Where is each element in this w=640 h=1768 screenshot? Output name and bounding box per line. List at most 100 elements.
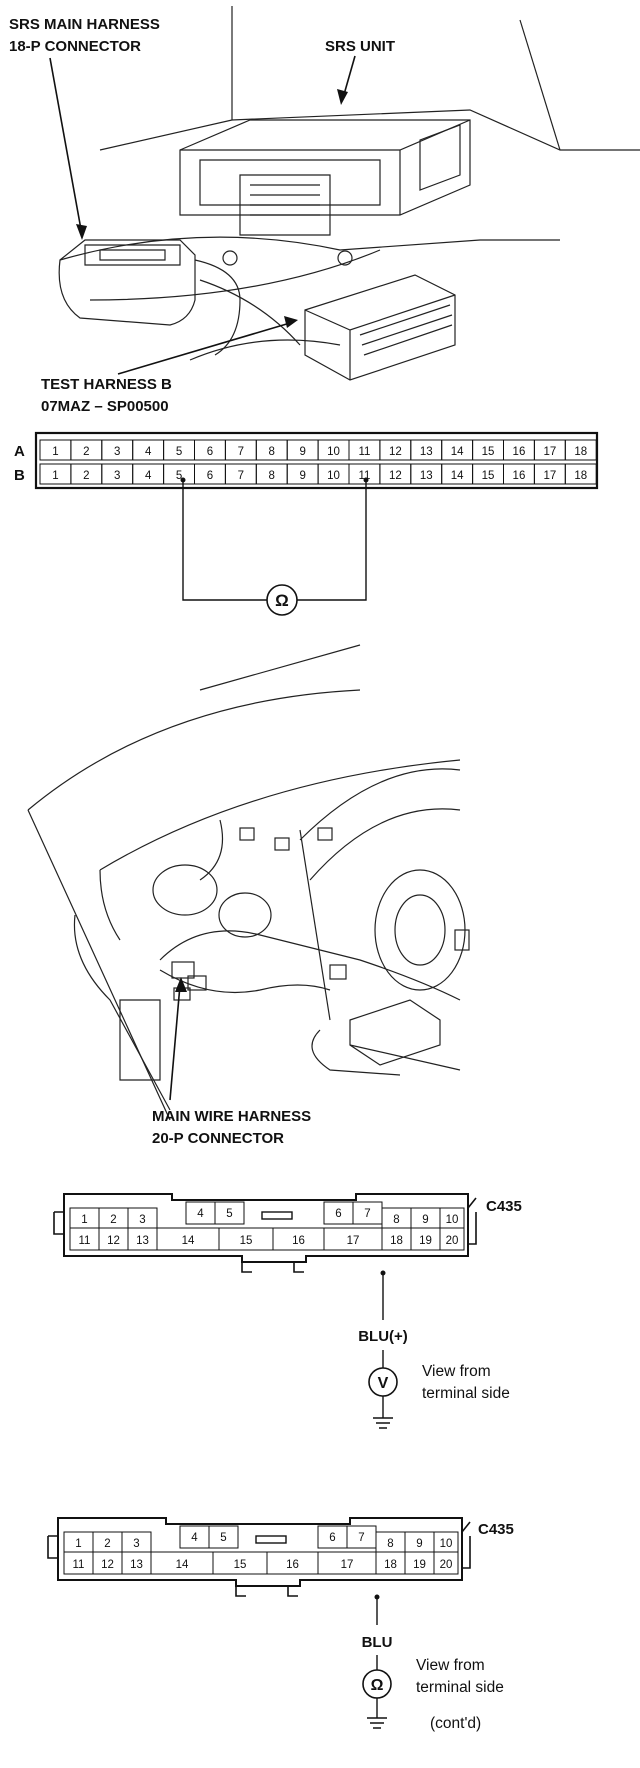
srs-unit-label: SRS UNIT (325, 38, 395, 55)
terminal-label-12: 12 (101, 1559, 114, 1571)
main-wire-harness-connector-label: 20-P CONNECTOR (152, 1130, 284, 1147)
terminal-label-4: 4 (197, 1208, 204, 1220)
ohmmeter-icon (266, 584, 298, 616)
pin-label-a-6: 6 (207, 446, 213, 458)
terminal-label-18: 18 (384, 1559, 397, 1571)
terminal-label-7: 7 (364, 1208, 370, 1220)
terminal-5 (208, 1525, 239, 1549)
terminal-label-9: 9 (422, 1214, 428, 1226)
pin-label-a-14: 14 (451, 446, 464, 458)
pin-label-b-11: 11 (358, 470, 370, 482)
terminal-label-14: 14 (182, 1235, 195, 1247)
connector-shell (63, 1193, 469, 1263)
terminal-label-16: 16 (286, 1559, 299, 1571)
pin-label-b-17: 17 (543, 470, 556, 482)
terminal-label-1: 1 (75, 1538, 81, 1550)
pin-label-a-11: 11 (358, 446, 370, 458)
test-harness-label: TEST HARNESS B (41, 376, 172, 393)
terminal-label-2: 2 (110, 1214, 116, 1226)
connector-1-view-note-2: terminal side (422, 1385, 510, 1402)
pin-label-b-7: 7 (238, 470, 244, 482)
connector-2-wire-label: BLU (362, 1634, 393, 1651)
terminal-label-11: 11 (79, 1235, 91, 1247)
ohmmeter-symbol: Ω (275, 591, 289, 610)
terminal-label-5: 5 (226, 1208, 232, 1220)
voltmeter-circuit: BLU(+) V View from terminal side (358, 1270, 510, 1429)
terminal-label-13: 13 (130, 1559, 143, 1571)
pin-label-a-9: 9 (299, 446, 305, 458)
connector-1-wire-label: BLU(+) (358, 1328, 408, 1345)
terminal-label-5: 5 (220, 1532, 226, 1544)
terminal-label-3: 3 (133, 1538, 139, 1550)
pin-label-a-13: 13 (420, 446, 433, 458)
pin-label-a-8: 8 (269, 446, 275, 458)
terminal-label-20: 20 (446, 1235, 459, 1247)
terminal-label-4: 4 (191, 1532, 198, 1544)
terminal-label-17: 17 (341, 1559, 354, 1571)
terminal-20 (439, 1227, 465, 1251)
terminal-label-13: 13 (136, 1235, 149, 1247)
pin-label-a-3: 3 (114, 446, 120, 458)
pin-cell-a-18 (564, 439, 597, 461)
ohmmeter-circuit-1: Ω (180, 477, 369, 616)
terminal-label-6: 6 (329, 1532, 335, 1544)
connector-shell (57, 1517, 463, 1587)
pin-label-b-16: 16 (513, 470, 526, 482)
pin-label-b-1: 1 (52, 470, 58, 482)
terminal-label-1: 1 (81, 1214, 87, 1226)
voltmeter-symbol: V (378, 1375, 389, 1392)
pin-label-a-18: 18 (574, 446, 587, 458)
pin-label-b-12: 12 (389, 470, 402, 482)
pin-label-a-5: 5 (176, 446, 182, 458)
terminal-label-18: 18 (390, 1235, 403, 1247)
leader-lines-fig2 (169, 977, 187, 1101)
ohmmeter-2-symbol: Ω (371, 1677, 384, 1694)
connector-2-view-note-2: terminal side (416, 1679, 504, 1696)
terminal-label-9: 9 (416, 1538, 422, 1550)
row-a-label: A (14, 443, 25, 460)
continued-note: (cont'd) (430, 1715, 481, 1732)
srs-main-harness-label: SRS MAIN HARNESS (9, 16, 160, 33)
test-harness-part-number: 07MAZ – SP00500 (41, 398, 169, 415)
pin-label-b-2: 2 (83, 470, 89, 482)
terminal-label-20: 20 (440, 1559, 453, 1571)
pin-label-a-2: 2 (83, 446, 89, 458)
terminal-label-6: 6 (335, 1208, 341, 1220)
pin-label-b-5: 5 (176, 470, 182, 482)
connector-1-name: C435 (486, 1198, 522, 1215)
leader-lines-fig1 (49, 55, 356, 375)
connector-2-view-note: View from (416, 1657, 485, 1674)
terminal-label-17: 17 (347, 1235, 360, 1247)
terminal-label-7: 7 (358, 1532, 364, 1544)
terminal-label-19: 19 (419, 1235, 432, 1247)
pin-label-b-8: 8 (269, 470, 275, 482)
dashboard-illustration (27, 644, 470, 1121)
srs-main-harness-connector-label: 18-P CONNECTOR (9, 38, 141, 55)
connector-1-view-note: View from (422, 1363, 491, 1380)
pin-label-a-7: 7 (238, 446, 244, 458)
breakout-box-frame (34, 431, 599, 490)
pin-cell-b-18 (564, 463, 597, 485)
terminal-label-16: 16 (292, 1235, 305, 1247)
main-wire-harness-label: MAIN WIRE HARNESS (152, 1108, 311, 1125)
terminal-label-15: 15 (234, 1559, 247, 1571)
terminal-label-10: 10 (440, 1538, 453, 1550)
connector-2-name: C435 (478, 1521, 514, 1538)
terminal-20 (433, 1551, 459, 1575)
pin-label-a-16: 16 (513, 446, 526, 458)
pin-label-a-15: 15 (482, 446, 495, 458)
pin-label-b-9: 9 (299, 470, 305, 482)
pin-label-a-12: 12 (389, 446, 402, 458)
terminal-label-8: 8 (387, 1538, 393, 1550)
pin-label-b-13: 13 (420, 470, 433, 482)
ohmmeter-circuit-2: BLU Ω View from terminal side (cont'd) (362, 1594, 504, 1732)
terminal-label-14: 14 (176, 1559, 189, 1571)
terminal-label-12: 12 (107, 1235, 120, 1247)
pin-label-b-18: 18 (574, 470, 587, 482)
pin-label-a-4: 4 (145, 446, 152, 458)
terminal-label-19: 19 (413, 1559, 426, 1571)
